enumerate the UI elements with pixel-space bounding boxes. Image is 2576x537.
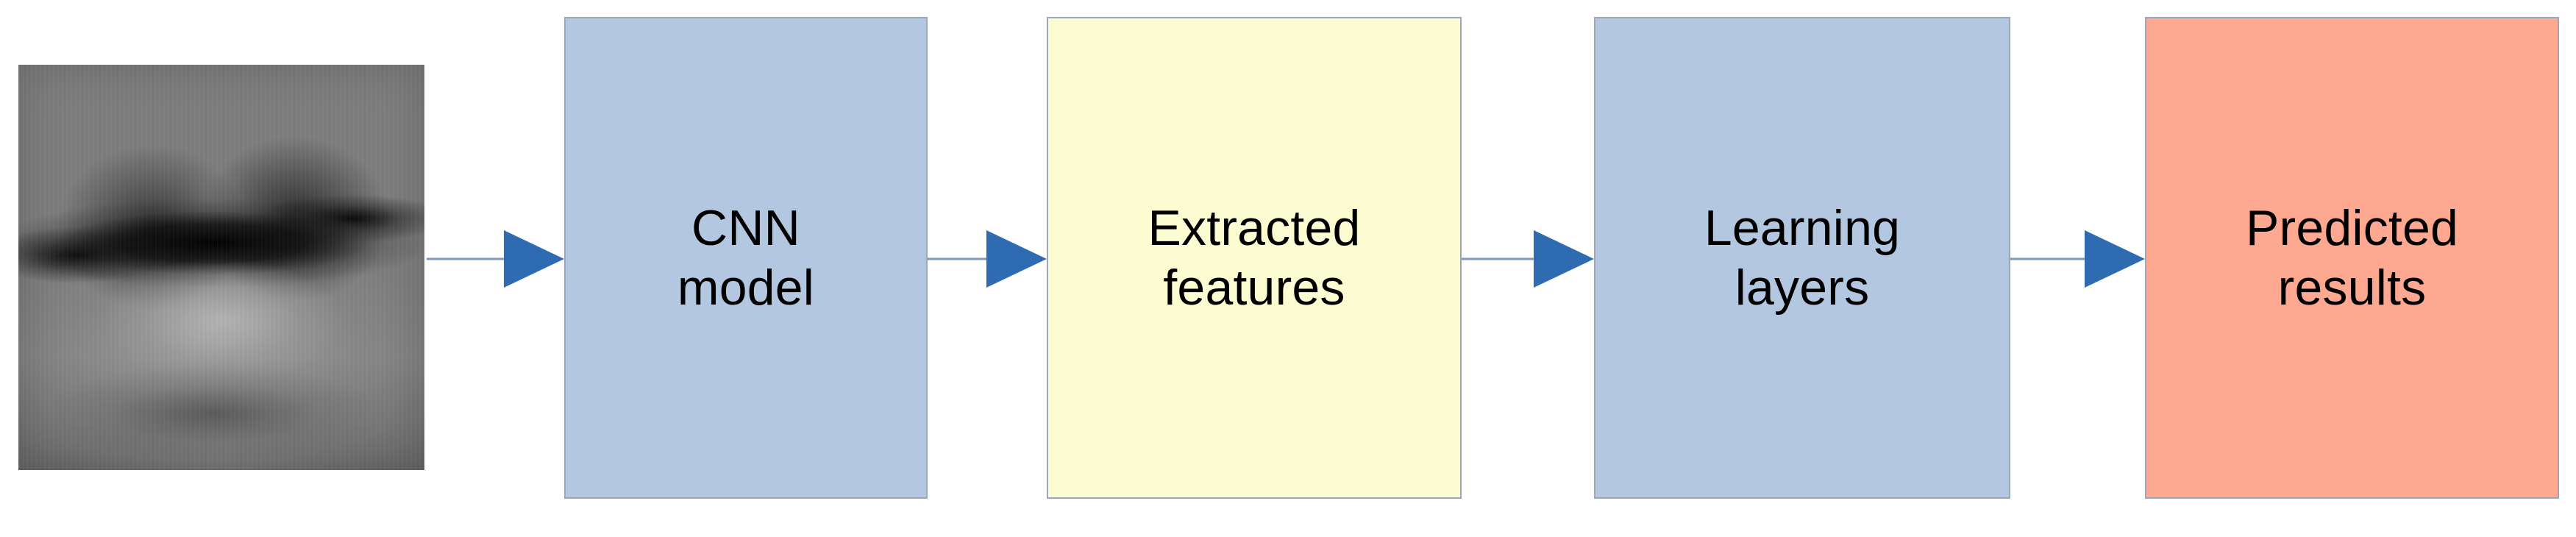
arrow-head-icon <box>504 230 564 288</box>
stage-label: Predicted results <box>2241 199 2463 316</box>
stage-box-predicted-results: Predicted results <box>2145 17 2559 499</box>
stage-box-cnn-model: CNN model <box>564 17 928 499</box>
mouth-image-texture-layer <box>18 65 424 470</box>
mouth-image-lower-lip-layer <box>18 65 424 470</box>
stage-label-line1: Learning <box>1704 200 1901 257</box>
arrow-layers-to-results <box>2010 230 2145 288</box>
arrow-head-icon <box>986 230 1047 288</box>
arrow-shaft <box>928 257 986 260</box>
arrow-head-icon <box>2085 230 2145 288</box>
stage-label: Learning layers <box>1700 199 1904 316</box>
stage-label-line2: results <box>2277 259 2427 316</box>
stage-label-line1: Predicted <box>2245 200 2459 257</box>
stage-label: CNN model <box>673 199 819 316</box>
arrow-features-to-layers <box>1462 230 1594 288</box>
arrow-head-icon <box>1534 230 1594 288</box>
arrow-shaft <box>427 257 504 260</box>
stage-box-extracted-features: Extracted features <box>1047 17 1462 499</box>
stage-box-learning-layers: Learning layers <box>1594 17 2010 499</box>
arrow-shaft <box>2010 257 2085 260</box>
mouth-image-chin-layer <box>18 65 424 470</box>
stage-label-line1: CNN <box>691 200 800 257</box>
mouth-image-vignette-layer <box>18 65 424 470</box>
stage-label-line2: model <box>677 259 815 316</box>
stage-label-line2: layers <box>1734 259 1870 316</box>
arrow-image-to-cnn <box>427 230 564 288</box>
arrow-shaft <box>1462 257 1534 260</box>
stage-label-line2: features <box>1163 259 1345 316</box>
stage-label-line1: Extracted <box>1148 200 1361 257</box>
input-mouth-image <box>18 65 424 470</box>
stage-label: Extracted features <box>1143 199 1365 316</box>
arrow-cnn-to-features <box>928 230 1047 288</box>
